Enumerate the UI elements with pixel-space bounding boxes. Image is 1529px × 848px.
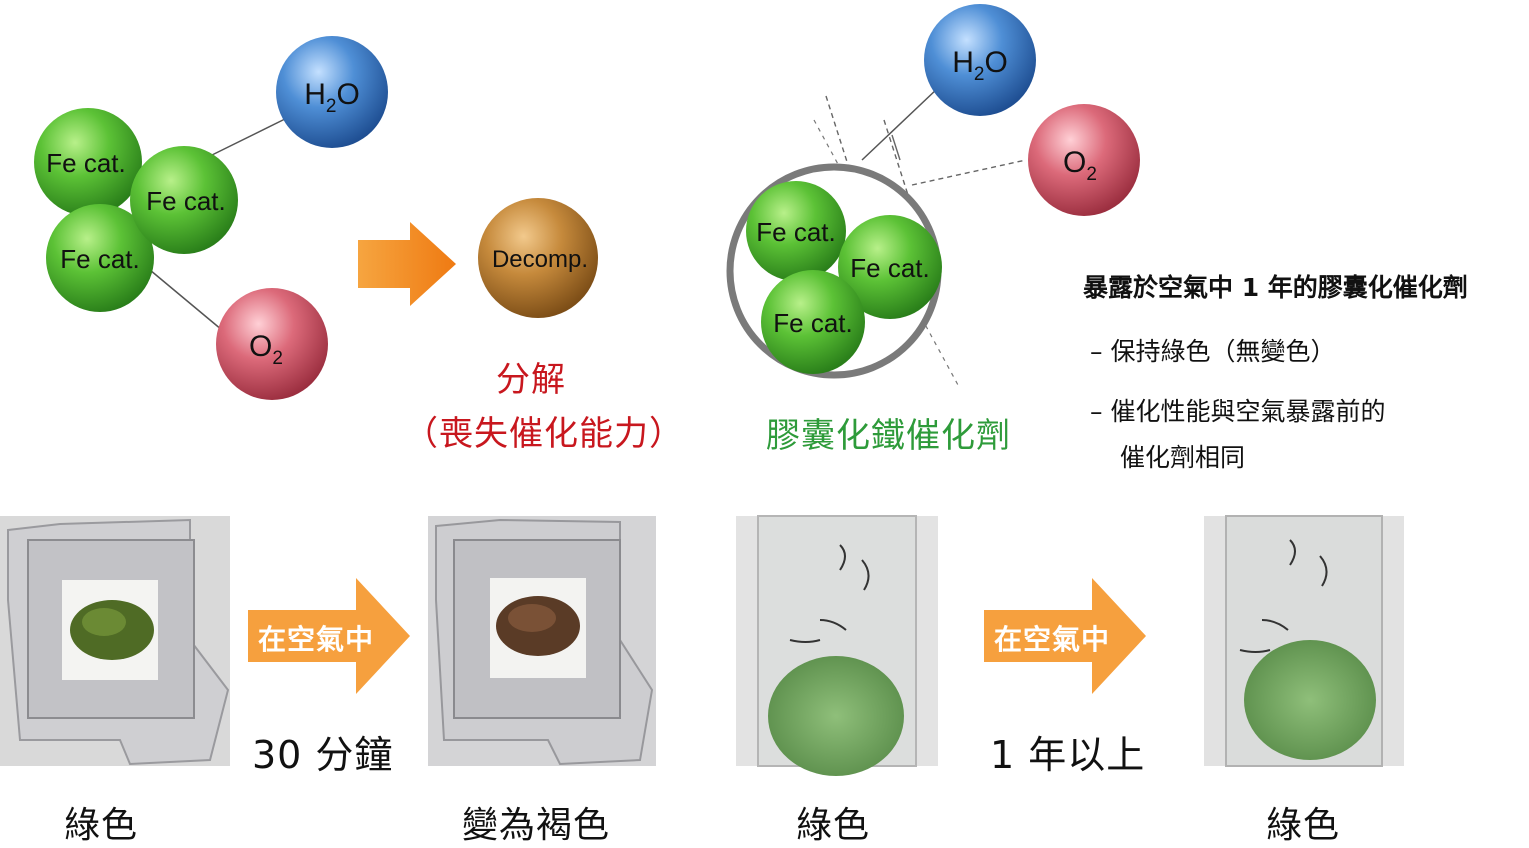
time-label-30min: 30 分鐘 [252, 724, 393, 779]
time-label-1year: 1 年以上 [990, 724, 1145, 779]
fe-cat-label: Fe cat. [60, 244, 139, 274]
left-molecule-diagram: H2O Fe cat. Fe cat. Fe cat. O2 Decomp. [34, 36, 598, 400]
dashed-ray [912, 160, 1026, 185]
decomp-result-title: 分解 [496, 352, 566, 401]
fe-cat-label: Fe cat. [850, 253, 929, 283]
caption-green-2: 綠色 [796, 796, 870, 848]
photo-green-vial-1year [1204, 516, 1404, 766]
right-molecule-diagram: H2O O2 Fe cat. Fe cat. Fe cat. [730, 4, 1140, 385]
caption-brown: 變為褐色 [462, 796, 610, 848]
notes-item-2-line-1: – 催化性能與空氣暴露前的 [1090, 392, 1385, 428]
encapsulated-catalyst-caption: 膠囊化鐵催化劑 [766, 408, 1011, 457]
photo-green-vial [736, 516, 938, 776]
fe-cat-label: Fe cat. [146, 186, 225, 216]
photo-green-tray [0, 516, 230, 766]
notes-heading: 暴露於空氣中 1 年的膠囊化催化劑 [1083, 268, 1468, 304]
bond-line [862, 88, 938, 160]
decomp-label: Decomp. [492, 246, 588, 273]
decomposition-arrow [358, 222, 456, 306]
decomp-result-subtitle: （喪失催化能力） [404, 406, 684, 455]
caption-green-1: 綠色 [64, 796, 138, 848]
photo-brown-tray [428, 516, 656, 766]
caption-green-3: 綠色 [1266, 796, 1340, 848]
bond-line [212, 118, 287, 155]
fe-cat-label: Fe cat. [773, 308, 852, 338]
notes-item-1: – 保持綠色（無變色） [1090, 332, 1335, 368]
h2o-sphere [924, 4, 1036, 116]
fe-cat-label: Fe cat. [756, 217, 835, 247]
h2o-sphere [276, 36, 388, 148]
notes-item-2-line-2: 催化劑相同 [1120, 438, 1245, 474]
arrow-label-2: 在空氣中 [994, 618, 1110, 658]
arrow-label-1: 在空氣中 [258, 618, 374, 658]
fe-cat-label: Fe cat. [46, 148, 125, 178]
bond-line [150, 270, 222, 330]
